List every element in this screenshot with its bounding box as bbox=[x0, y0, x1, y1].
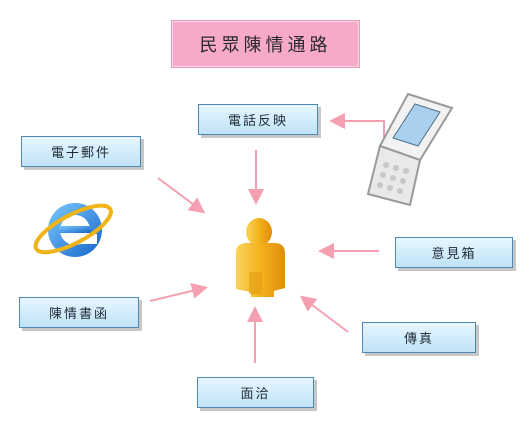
flip-phone-icon bbox=[366, 92, 454, 207]
channel-phone: 電話反映 bbox=[198, 104, 318, 135]
ie-browser-icon bbox=[33, 203, 113, 257]
arrow-fax bbox=[299, 295, 349, 333]
channel-letter: 陳情書函 bbox=[19, 297, 139, 328]
channel-email: 電子郵件 bbox=[21, 136, 141, 167]
arrow-from-phone-device bbox=[329, 113, 385, 150]
arrow-email bbox=[157, 177, 206, 214]
channel-meeting: 面洽 bbox=[197, 377, 314, 408]
channel-fax: 傳真 bbox=[362, 322, 476, 353]
channel-suggestion-box: 意見箱 bbox=[395, 237, 513, 268]
arrow-letter bbox=[149, 283, 208, 302]
person-icon bbox=[236, 218, 285, 297]
diagram-title: 民眾陳情通路 bbox=[171, 20, 360, 68]
